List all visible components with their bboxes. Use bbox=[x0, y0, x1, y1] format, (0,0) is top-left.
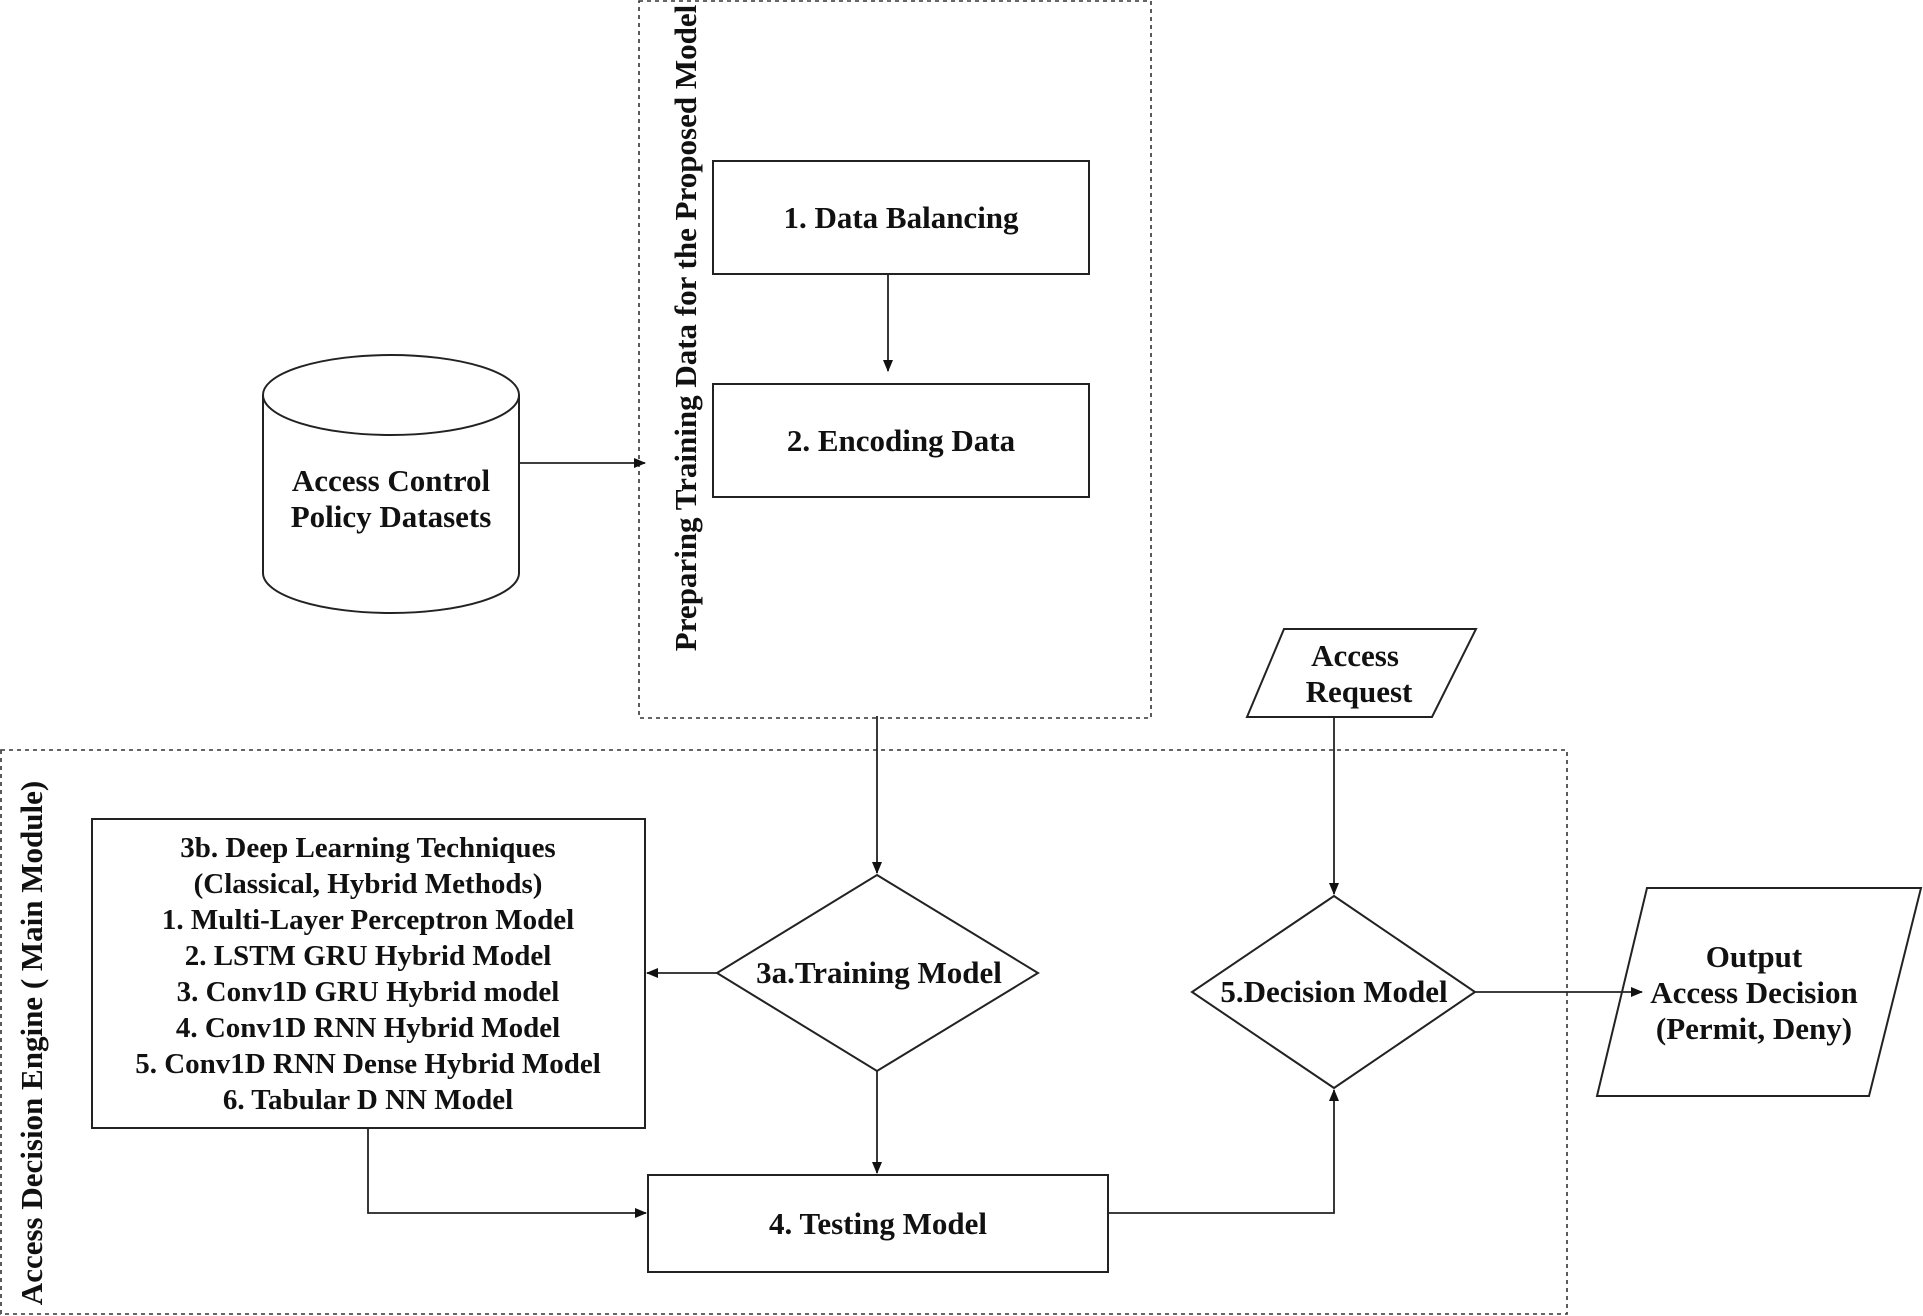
access-request-shape bbox=[1245, 628, 1478, 718]
output-line-3: (Permit, Deny) bbox=[1656, 1011, 1852, 1046]
training-model-label: 3a.Training Model bbox=[756, 955, 1002, 990]
output-shape bbox=[1595, 887, 1923, 1097]
access-request-line-1: Access bbox=[1311, 638, 1399, 673]
testing-model-box bbox=[647, 1174, 1109, 1273]
decision-model-diamond bbox=[1190, 894, 1477, 1090]
decision-model-label: 5.Decision Model bbox=[1220, 974, 1448, 1009]
data-balancing-label: 1. Data Balancing bbox=[783, 200, 1019, 235]
techniques-line-5: 3. Conv1D GRU Hybrid model bbox=[177, 976, 560, 1008]
engine-region bbox=[0, 749, 1568, 1315]
techniques-line-3: 1. Multi-Layer Perceptron Model bbox=[162, 904, 574, 936]
arrow-testing-to-decision bbox=[1108, 1089, 1339, 1214]
techniques-line-6: 4. Conv1D RNN Hybrid Model bbox=[176, 1012, 560, 1044]
deep-learning-techniques-box bbox=[91, 818, 646, 1129]
arrow-techniques-to-testing bbox=[367, 1128, 647, 1218]
preparing-region bbox=[638, 0, 1152, 719]
datasets-label-line-1: Access Control bbox=[292, 463, 491, 498]
techniques-line-2: (Classical, Hybrid Methods) bbox=[194, 868, 543, 900]
techniques-line-8: 6. Tabular D NN Model bbox=[223, 1084, 513, 1116]
techniques-line-1: 3b. Deep Learning Techniques bbox=[180, 832, 555, 864]
techniques-line-7: 5. Conv1D RNN Dense Hybrid Model bbox=[135, 1048, 601, 1080]
encoding-data-label: 2. Encoding Data bbox=[787, 423, 1016, 458]
testing-model-label: 4. Testing Model bbox=[769, 1206, 987, 1241]
techniques-line-4: 2. LSTM GRU Hybrid Model bbox=[185, 940, 552, 972]
engine-region-label: Access Decision Engine ( Main Module) bbox=[14, 781, 49, 1305]
output-line-1: Output bbox=[1706, 939, 1803, 974]
data-balancing-box bbox=[712, 160, 1090, 275]
datasets-label-line-2: Policy Datasets bbox=[291, 499, 492, 534]
access-request-line-2: Request bbox=[1306, 674, 1413, 709]
datasets-cylinder: Access Control Policy Datasets bbox=[262, 354, 520, 614]
encoding-data-box bbox=[712, 383, 1090, 498]
output-line-2: Access Decision bbox=[1650, 975, 1857, 1010]
preparing-region-label: Preparing Training Data for the Proposed… bbox=[668, 4, 703, 651]
